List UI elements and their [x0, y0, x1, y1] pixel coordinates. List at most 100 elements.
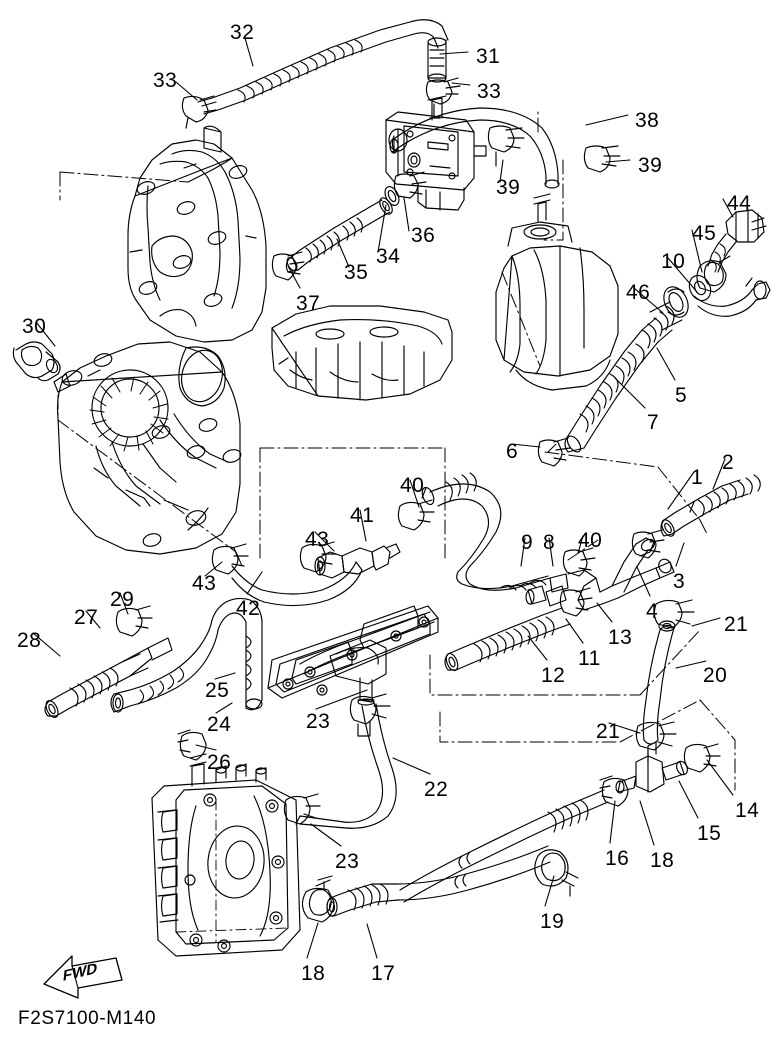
clamp-39-left [487, 125, 525, 167]
callout-number-1: 1 [691, 466, 704, 489]
clamp-21-top [653, 599, 695, 629]
callout-number-40b: 40 [578, 529, 603, 552]
callout-number-36: 36 [411, 224, 436, 247]
callout-number-18b: 18 [650, 849, 675, 872]
callout-number-28: 28 [17, 629, 42, 652]
callout-number-3: 3 [673, 570, 686, 593]
fuel-pump-bracket [385, 95, 487, 211]
hose-38 [389, 107, 560, 189]
clamp-23-pump [283, 793, 321, 825]
callout-number-2: 2 [722, 451, 735, 474]
hose-2 [660, 474, 761, 537]
callout-number-39b: 39 [638, 154, 663, 177]
clamp-18-left [301, 875, 335, 923]
hose-17 [326, 845, 551, 917]
hose-35 [285, 197, 393, 273]
t-fitting-assembly [615, 741, 688, 794]
callout-number-15: 15 [697, 822, 722, 845]
callout-number-44: 44 [727, 192, 752, 215]
callout-number-26: 26 [207, 751, 232, 774]
callout-number-42: 42 [236, 597, 261, 620]
oil-feed-pipe [693, 277, 771, 317]
callout-number-21b: 21 [596, 720, 621, 743]
callout-number-30: 30 [22, 315, 47, 338]
clamp-26 [177, 729, 207, 761]
hose-32 [197, 19, 449, 115]
hose-27-28 [44, 637, 173, 718]
callout-number-35: 35 [344, 261, 369, 284]
clamp-29 [115, 605, 153, 637]
callout-number-45: 45 [692, 222, 717, 245]
callout-number-4: 4 [646, 600, 659, 623]
clamp-13 [559, 587, 593, 617]
callout-number-9: 9 [521, 531, 534, 554]
clamp-6 [537, 437, 571, 467]
part-46-seal [663, 286, 689, 318]
callout-number-43: 43 [305, 528, 330, 551]
part-34-grommet [384, 186, 400, 206]
callout-number-46: 46 [626, 281, 651, 304]
callout-number-22: 22 [424, 778, 449, 801]
diagram-part-number: F2S7100-M140 [18, 1008, 157, 1029]
hose-24-25 [110, 597, 263, 713]
clamp-43-center [299, 541, 337, 573]
callout-number-18: 18 [301, 962, 326, 985]
callout-number-41: 41 [350, 504, 375, 527]
callout-number-31: 31 [476, 45, 501, 68]
callout-number-7: 7 [647, 411, 660, 434]
callout-number-5: 5 [675, 384, 688, 407]
callout-number-20: 20 [703, 664, 728, 687]
callout-number-17: 17 [371, 962, 396, 985]
callout-number-8: 8 [543, 531, 556, 554]
clamp-43-left [211, 543, 249, 575]
callout-number-11: 11 [578, 647, 601, 670]
callout-number-37: 37 [296, 292, 321, 315]
callout-number-21: 21 [724, 613, 749, 636]
fuel-rail-assembly [267, 605, 439, 706]
clamp-40-left [397, 499, 435, 531]
callout-number-23b: 23 [335, 850, 360, 873]
callout-number-39: 39 [496, 176, 521, 199]
clamp-19 [534, 849, 579, 897]
part-44-connector [707, 209, 767, 273]
callout-number-19: 19 [540, 910, 565, 933]
clamp-14 [683, 743, 721, 773]
assembly-reference-lines [57, 111, 736, 791]
callout-number-24: 24 [207, 713, 232, 736]
callout-number-40: 40 [400, 474, 425, 497]
callout-number-29: 29 [110, 588, 135, 611]
callout-number-33b: 33 [477, 80, 502, 103]
clamp-33-right [425, 77, 461, 119]
part-30-hose-joint [12, 341, 61, 382]
hose-7 [564, 301, 683, 453]
callout-number-38: 38 [635, 109, 660, 132]
callout-number-13: 13 [608, 626, 633, 649]
callout-number-32: 32 [230, 21, 255, 44]
clamp-36 [393, 171, 427, 199]
callout-number-27: 27 [74, 606, 99, 629]
vapor-separator-tank [495, 193, 619, 391]
fwd-arrow-shape [43, 955, 123, 999]
hose-12 [444, 607, 571, 672]
clamp-18-right [599, 775, 629, 807]
callout-number-33: 33 [153, 69, 178, 92]
callout-number-43b: 43 [192, 572, 217, 595]
upper-intake-manifold-casting [127, 125, 267, 343]
clamp-3 [631, 529, 665, 559]
clamp-39-right [583, 145, 621, 173]
fuel-pump-module [151, 753, 301, 957]
clamp-23-rail [349, 693, 391, 737]
callout-number-10: 10 [661, 250, 686, 273]
intake-plenum-casting [271, 305, 453, 401]
clamp-33-left [181, 95, 217, 129]
callout-number-16: 16 [605, 847, 630, 870]
pump-housing-casting [53, 341, 242, 555]
y-connector-assembly [525, 537, 675, 611]
clamp-37 [271, 251, 305, 281]
part-41-joint [314, 543, 401, 579]
callout-number-34: 34 [376, 245, 401, 268]
clamp-40-right [562, 547, 596, 577]
callout-number-14: 14 [735, 799, 760, 822]
